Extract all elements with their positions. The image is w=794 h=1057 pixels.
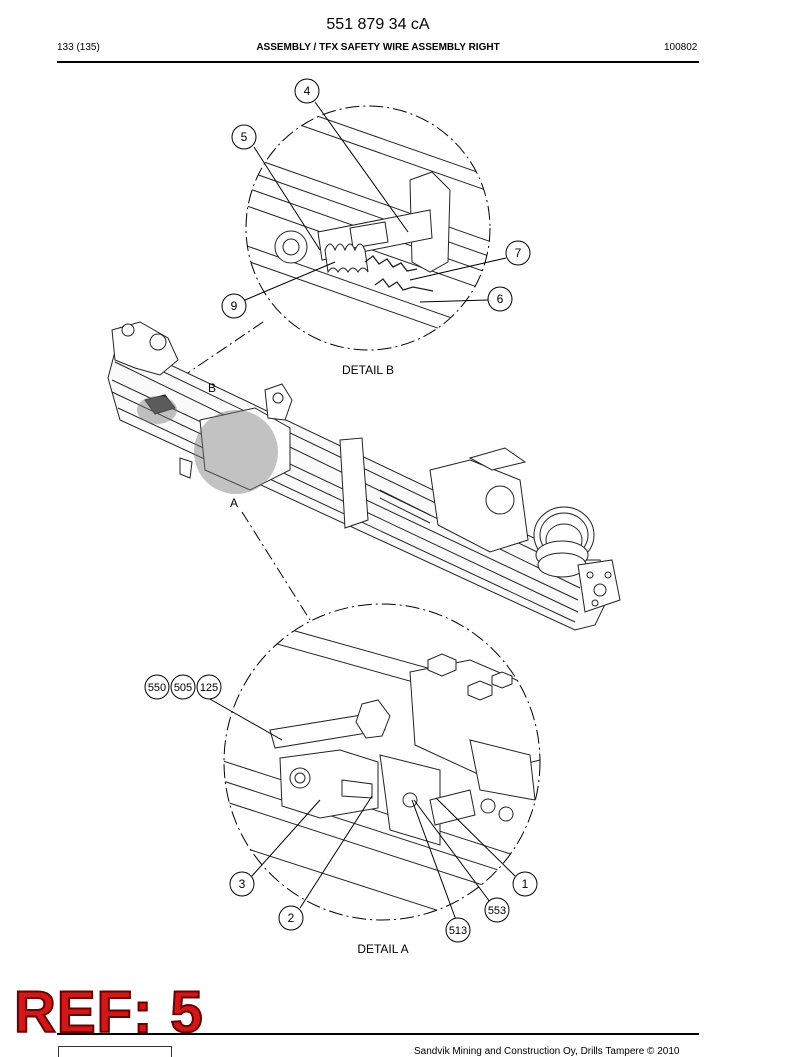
callout-553 [484, 897, 510, 923]
detail-b-label: DETAIL B [342, 363, 394, 377]
callout-505 [170, 674, 196, 700]
header-rule [57, 61, 699, 63]
svg-text:5: 5 [241, 130, 248, 144]
svg-text:553: 553 [488, 905, 506, 917]
svg-text:125: 125 [200, 682, 218, 694]
feed-assembly-view [107, 321, 621, 631]
detail-a-label: DETAIL A [357, 942, 408, 956]
svg-text:2: 2 [288, 911, 295, 925]
detail-a-view: DETAIL A 550 505 125 3 2 513 553 [144, 603, 541, 956]
document-number: 551 879 34 cA [326, 16, 430, 33]
callout-3 [229, 871, 255, 897]
callout-1 [512, 871, 538, 897]
svg-text:9: 9 [231, 299, 238, 313]
callout-5 [231, 124, 257, 150]
svg-text:6: 6 [497, 292, 504, 306]
page-number: 133 (135) [57, 42, 100, 53]
callout-6 [487, 286, 513, 312]
callout-9 [221, 293, 247, 319]
marker-a: A [230, 496, 238, 510]
marker-b: B [208, 381, 216, 395]
svg-text:4: 4 [304, 84, 311, 98]
svg-text:513: 513 [449, 925, 467, 937]
svg-text:505: 505 [174, 682, 192, 694]
svg-text:1: 1 [522, 877, 529, 891]
callout-513 [445, 917, 471, 943]
page-title: ASSEMBLY / TFX SAFETY WIRE ASSEMBLY RIGH… [256, 42, 500, 53]
callout-550 [144, 674, 170, 700]
footer-rule [57, 1033, 699, 1035]
sandvik-logo [58, 1046, 172, 1057]
svg-text:550: 550 [148, 682, 166, 694]
footer-copyright: Sandvik Mining and Construction Oy, Dril… [414, 1046, 680, 1057]
svg-text:3: 3 [239, 877, 246, 891]
callout-4 [294, 78, 320, 104]
detail-b-view: DETAIL B 4 5 7 9 6 [169, 78, 531, 386]
callout-7 [505, 240, 531, 266]
ref-stamp: REF: 5 [13, 980, 204, 1045]
date-code: 100802 [664, 42, 698, 53]
callout-125 [196, 674, 222, 700]
callout-2 [278, 905, 304, 931]
svg-text:7: 7 [515, 246, 522, 260]
